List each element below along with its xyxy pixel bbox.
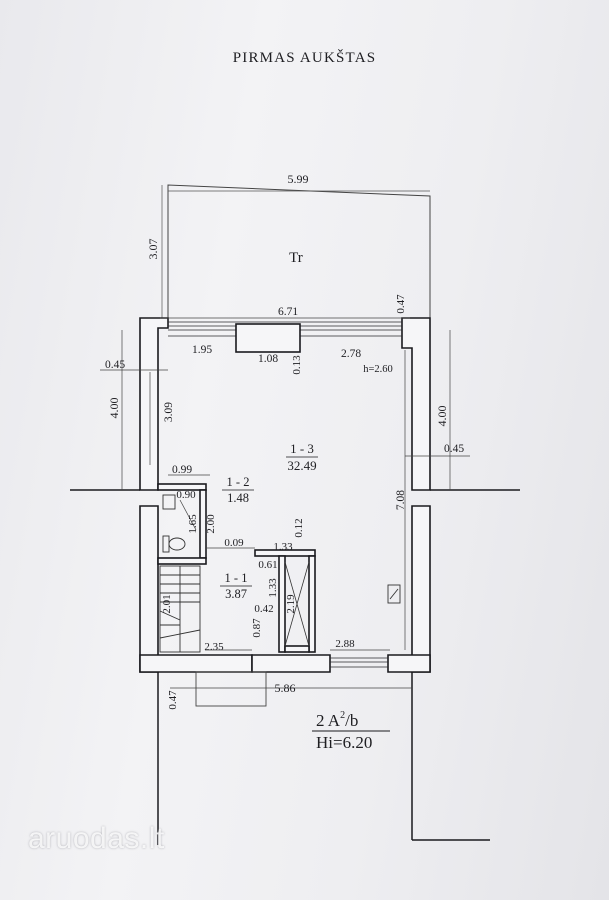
wc-fixtures bbox=[162, 494, 186, 553]
dimension-lines bbox=[100, 317, 470, 689]
watermark: aruodas.lt bbox=[28, 822, 165, 855]
dim-chimney-depth: 0.13 bbox=[291, 355, 303, 375]
entry-step bbox=[195, 671, 267, 707]
dim-top-left: 1.95 bbox=[192, 344, 212, 356]
dim-top-right: 2.78 bbox=[341, 348, 361, 360]
dim-right-height: 4.00 bbox=[435, 406, 449, 427]
interior-walls bbox=[157, 483, 316, 653]
dim-bottom-overall: 5.86 bbox=[275, 681, 296, 695]
stamp-class-suffix: /b bbox=[345, 711, 358, 730]
dim-room-height-right: 7.08 bbox=[395, 490, 407, 510]
dim-wall-09: 0.09 bbox=[224, 537, 244, 549]
stamp-height: Hi=6.20 bbox=[316, 733, 372, 752]
dim-closet-133: 1.33 bbox=[267, 578, 279, 598]
dim-top-overall: 6.71 bbox=[278, 306, 298, 318]
room-12-id: 1 - 2 bbox=[227, 475, 250, 489]
dim-closet-219: 2.19 bbox=[285, 594, 297, 614]
chimney bbox=[235, 323, 301, 353]
dim-wc-inner: 0.90 bbox=[176, 489, 196, 501]
radiator-icon bbox=[387, 584, 401, 604]
dim-left-height: 4.00 bbox=[107, 398, 121, 419]
terrace bbox=[167, 184, 431, 320]
bottom-window bbox=[330, 657, 388, 668]
dim-wc-width: 0.99 bbox=[172, 464, 192, 476]
closet-cross bbox=[284, 561, 310, 647]
dim-chimney: 1.08 bbox=[258, 353, 278, 365]
dim-left-offset: 0.45 bbox=[105, 359, 125, 371]
dim-closet-042: 0.42 bbox=[254, 603, 273, 615]
dim-hall-012: 0.12 bbox=[293, 518, 305, 537]
dim-hall-width: 1.33 bbox=[273, 541, 293, 553]
fences bbox=[70, 489, 520, 845]
stamp-class-main: 2 A bbox=[316, 711, 341, 730]
outer-walls bbox=[139, 317, 431, 673]
stamp-class-sup: 2 bbox=[340, 710, 345, 721]
dim-hall-087: 0.87 bbox=[251, 618, 263, 638]
dim-closet-061: 0.61 bbox=[258, 559, 277, 571]
dim-right-offset: 0.47 bbox=[395, 294, 407, 314]
dim-entry-width: 2.35 bbox=[204, 641, 224, 653]
stamp-class: 2 A2/b bbox=[316, 710, 358, 730]
dim-right-offset-2: 0.45 bbox=[444, 443, 464, 455]
room-12-area: 1.48 bbox=[227, 491, 249, 505]
room-11-area: 3.87 bbox=[225, 587, 247, 601]
ceiling-height: h=2.60 bbox=[363, 364, 393, 375]
terrace-label: Tr bbox=[289, 250, 303, 266]
dim-bottom-right: 2.88 bbox=[335, 638, 355, 650]
staircase bbox=[159, 565, 201, 653]
terrace-width-label: 5.99 bbox=[288, 172, 309, 186]
dim-stair-length: 2.01 bbox=[161, 594, 173, 613]
room-11-id: 1 - 1 bbox=[225, 571, 248, 585]
dim-wc-small: 1.65 bbox=[187, 514, 199, 534]
dim-room-height-left: 3.09 bbox=[163, 402, 175, 422]
dim-wc-height: 2.00 bbox=[205, 514, 217, 534]
room-13-id: 1 - 3 bbox=[290, 441, 314, 456]
plan-title: PIRMAS AUKŠTAS bbox=[232, 50, 377, 66]
room-13-area: 32.49 bbox=[287, 458, 316, 473]
dim-bottom-left: 0.47 bbox=[167, 690, 179, 710]
terrace-depth-label: 3.07 bbox=[146, 239, 160, 260]
